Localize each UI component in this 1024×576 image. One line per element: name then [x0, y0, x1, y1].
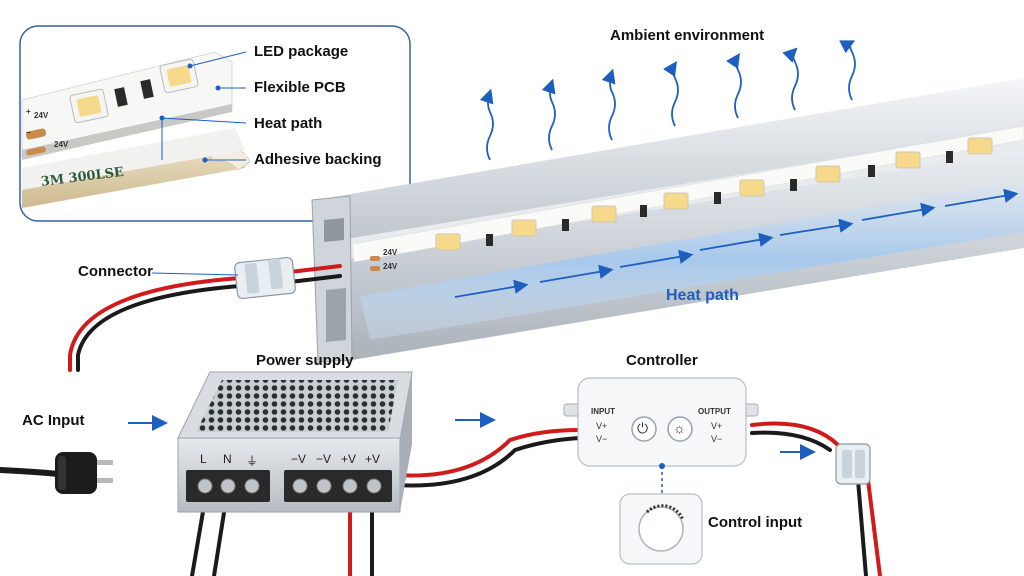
label-flexible-pcb: Flexible PCB [254, 79, 346, 96]
label-connector: Connector [78, 263, 153, 280]
inset-plus: + [26, 107, 31, 116]
power-supply-unit [177, 371, 413, 513]
controller-output-title: OUTPUT [698, 407, 731, 416]
connector-leader [151, 272, 239, 276]
label-control-input: Control input [708, 514, 803, 531]
heat-path-arrows [454, 188, 1019, 298]
connector-right [835, 443, 871, 485]
inset-minus: − [26, 128, 31, 137]
ac-plug [55, 452, 113, 494]
inset-voltage-1: 24V [34, 111, 49, 120]
label-ambient-environment: Ambient environment [610, 27, 765, 44]
strip-voltage-1: 24V [383, 248, 398, 257]
connector-left [234, 256, 296, 300]
controller-unit [563, 377, 759, 494]
wiring [0, 264, 882, 576]
aluminum-profile [311, 78, 1024, 363]
label-heat-path-inset: Heat path [254, 115, 323, 132]
psu-terminal-4: −V [291, 452, 307, 466]
psu-terminal-1: L [200, 452, 207, 466]
controller-input-vplus: V+ [596, 421, 608, 431]
flow-arrows [128, 412, 816, 460]
inset-detail [19, 25, 411, 222]
psu-terminal-7: +V [365, 452, 381, 466]
power-icon[interactable]: ⏻ [637, 420, 649, 436]
label-ac-input: AC Input [22, 412, 85, 429]
strip-voltage-2: 24V [383, 262, 398, 271]
brightness-icon[interactable]: ☼ [673, 420, 686, 436]
label-controller: Controller [626, 352, 698, 369]
label-heat-path-main: Heat path [666, 287, 739, 304]
controller-output-vplus: V+ [711, 421, 723, 431]
inset-voltage-2: 24V [54, 140, 69, 149]
psu-terminal-5: −V [316, 452, 332, 466]
label-power-supply: Power supply [256, 352, 354, 369]
psu-terminal-3: ⏚ [246, 454, 259, 468]
controller-input-vminus: V− [596, 434, 608, 444]
control-dial [619, 493, 703, 565]
label-led-package: LED package [254, 43, 349, 60]
strip-leds [370, 137, 993, 271]
ambient-heat-arrows [479, 40, 856, 161]
controller-output-vminus: V− [711, 434, 723, 444]
label-adhesive-backing: Adhesive backing [254, 151, 382, 168]
psu-terminal-6: +V [341, 452, 357, 466]
psu-terminal-2: N [223, 452, 232, 466]
controller-input-title: INPUT [591, 407, 615, 416]
